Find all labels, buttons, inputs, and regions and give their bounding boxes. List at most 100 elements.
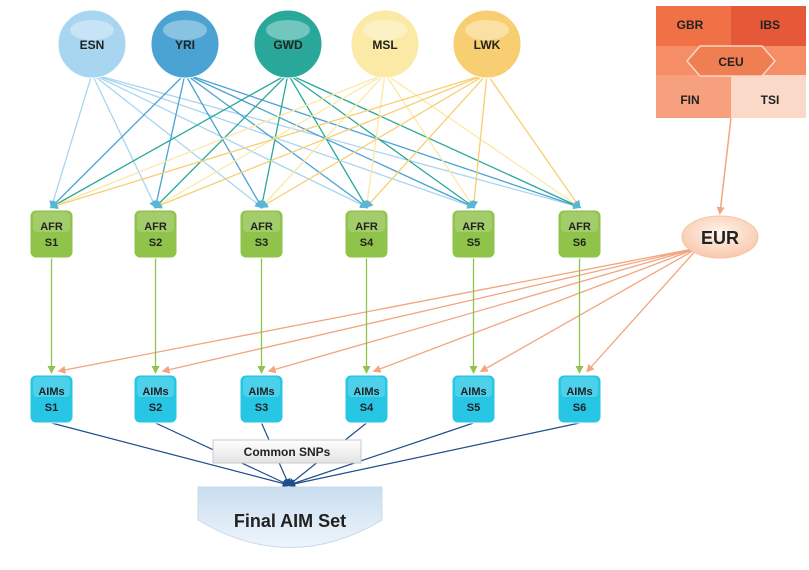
population-to-afr-line <box>153 73 488 209</box>
aim-set-box <box>133 374 178 424</box>
afr-set-1: AFR S1 <box>29 209 74 259</box>
population-highlight <box>70 20 114 40</box>
afr-set-box <box>557 209 602 259</box>
eur-node: EUR <box>681 215 759 259</box>
final-aim-set-shape <box>197 486 383 548</box>
population-msl: MSL <box>350 9 420 79</box>
eur-to-aim-line <box>479 247 699 372</box>
aim-set-label-line2: S5 <box>467 402 480 414</box>
population-highlight <box>266 20 310 40</box>
population-yri: YRI <box>150 9 220 79</box>
eur-block-to-eur-line <box>716 117 732 215</box>
afr-set-box <box>344 209 389 259</box>
connector-lines <box>47 73 732 488</box>
population-highlight <box>163 20 207 40</box>
tsi-cell <box>731 75 806 118</box>
afr-set-box <box>451 209 496 259</box>
population-label: ESN <box>80 38 105 52</box>
population-to-afr-line <box>258 73 289 209</box>
eur-to-aim-line <box>267 247 699 374</box>
population-to-afr-line <box>287 73 368 209</box>
population-esn: ESN <box>57 9 127 79</box>
population-label: LWK <box>474 38 501 52</box>
aim-set-box-gloss <box>561 377 598 397</box>
eur-to-aim-line <box>161 247 699 374</box>
aim-set-box-gloss <box>243 377 280 397</box>
population-to-afr-line <box>49 73 93 209</box>
common-snps-node: Common SNPs <box>212 439 362 464</box>
final-aim-set-label: Final AIM Set <box>234 511 346 531</box>
fin-cell <box>656 75 731 118</box>
common-snps-label: Common SNPs <box>244 445 331 459</box>
population-to-afr-line <box>91 73 264 209</box>
afr-set-label-line2: S1 <box>45 237 58 249</box>
european-populations-block: GBR IBS CEU FIN TSI <box>656 6 806 118</box>
population-circle <box>350 9 420 79</box>
population-to-afr-line <box>486 73 581 209</box>
population-circle <box>150 9 220 79</box>
population-to-afr-line <box>91 73 157 209</box>
afr-set-box-gloss <box>33 212 70 232</box>
population-to-afr-line <box>384 73 582 209</box>
eur-to-aim-line <box>372 247 699 373</box>
ibs-cell <box>731 6 806 46</box>
aim-set-label-line1: AIMs <box>353 386 379 398</box>
african-populations: ESN YRI GWD MSL LWK <box>57 9 522 79</box>
population-to-afr-line <box>287 73 476 209</box>
afr-set-label-line1: AFR <box>40 221 63 233</box>
afr-set-label-line2: S5 <box>467 237 480 249</box>
population-label: MSL <box>372 38 397 52</box>
aim-set-label-line1: AIMs <box>142 386 168 398</box>
aim-set-box <box>557 374 602 424</box>
eur-label: EUR <box>701 228 739 248</box>
population-to-afr-line <box>91 73 476 209</box>
aim-set-label-line2: S4 <box>360 402 374 414</box>
aim-set-label-line1: AIMs <box>566 386 592 398</box>
afr-set-box-gloss <box>348 212 385 232</box>
aim-set-box-gloss <box>348 377 385 397</box>
population-to-afr-line <box>49 73 289 208</box>
afr-set-box-gloss <box>561 212 598 232</box>
aim-set-label-line1: AIMs <box>460 386 486 398</box>
population-to-afr-line <box>259 73 488 209</box>
aim-set-label-line2: S2 <box>149 402 162 414</box>
population-circle <box>57 9 127 79</box>
population-to-afr-line <box>50 73 186 209</box>
afr-set-label-line1: AFR <box>355 221 378 233</box>
afr-set-label-line1: AFR <box>462 221 485 233</box>
tsi-label: TSI <box>761 93 780 107</box>
afr-set-5: AFR S5 <box>451 209 496 259</box>
ibs-label: IBS <box>760 18 780 32</box>
aim-set-box-gloss <box>455 377 492 397</box>
population-label: GWD <box>273 38 303 52</box>
afr-set-box-gloss <box>455 212 492 232</box>
aim-to-final-line <box>51 422 291 488</box>
common-snps-box <box>212 439 362 464</box>
aim-set-label-line2: S1 <box>45 402 58 414</box>
eur-to-aim-line <box>57 247 699 374</box>
population-circle <box>253 9 323 79</box>
population-lwk: LWK <box>452 9 522 79</box>
aim-set-label-line1: AIMs <box>38 386 64 398</box>
population-highlight <box>465 20 509 40</box>
gbr-cell <box>656 6 731 46</box>
population-to-afr-line <box>184 73 582 209</box>
eur-to-aim-line <box>586 247 699 373</box>
population-to-afr-line <box>470 73 488 209</box>
population-to-afr-line <box>365 73 488 209</box>
population-to-afr-line <box>384 73 475 209</box>
gbr-label: GBR <box>677 18 704 32</box>
aim-to-final-line <box>287 422 474 487</box>
final-aim-set-node: Final AIM Set <box>197 486 383 548</box>
population-to-afr-line <box>49 73 488 210</box>
afr-set-box <box>29 209 74 259</box>
aim-set-label-line2: S3 <box>255 402 268 414</box>
population-to-afr-line <box>154 73 289 209</box>
